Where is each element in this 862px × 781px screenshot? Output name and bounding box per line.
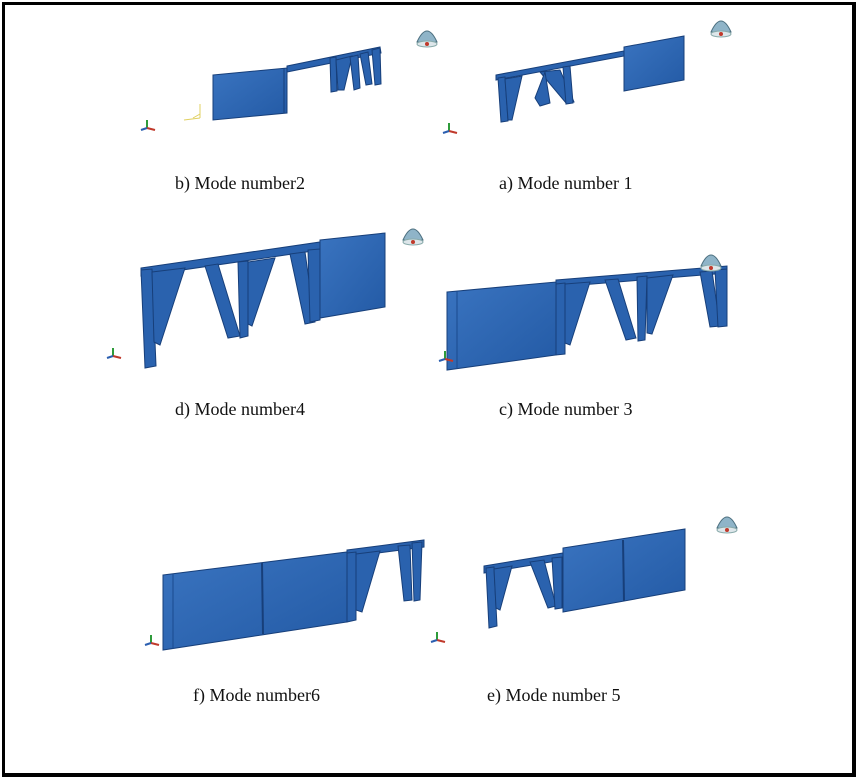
caption-panel-d: d) Mode number4 — [175, 399, 305, 419]
panel-d-model — [140, 232, 386, 369]
caption-panel-f: f) Mode number6 — [193, 685, 320, 705]
triad-axis-icon — [140, 120, 156, 131]
panel-a-model — [495, 35, 685, 123]
panel-c-model — [446, 265, 728, 371]
triad-axis-icon — [442, 123, 458, 134]
view-cube-icon — [402, 228, 424, 246]
view-cube-icon — [416, 30, 438, 48]
view-cube-icon — [716, 516, 738, 534]
caption-panel-a: a) Mode number 1 — [499, 173, 633, 193]
caption-panel-e: e) Mode number 5 — [487, 685, 621, 705]
triad-axis-icon — [106, 348, 122, 359]
panel-e-model — [483, 528, 686, 629]
triad-axis-icon — [144, 635, 160, 646]
caption-panel-c: c) Mode number 3 — [499, 399, 633, 419]
panel-f-model — [162, 539, 425, 651]
caption-panel-b: b) Mode number2 — [175, 173, 305, 193]
view-cube-icon — [700, 254, 722, 272]
view-cube-icon — [710, 20, 732, 38]
triad-axis-icon — [438, 351, 454, 362]
panel-b-model — [183, 46, 382, 121]
triad-axis-icon — [430, 632, 446, 643]
